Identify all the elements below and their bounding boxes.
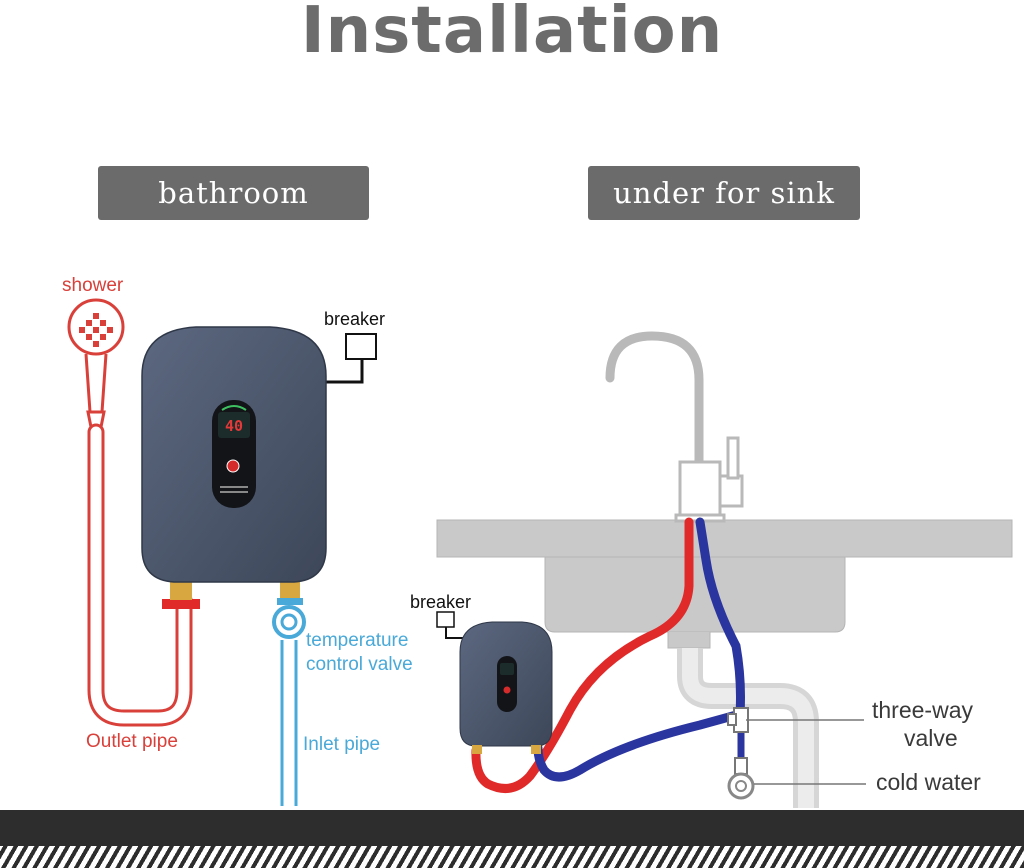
heater-display: 40 [225, 417, 243, 435]
shower-head-icon [67, 298, 125, 434]
three-way-valve-icon [727, 707, 749, 733]
breaker-cable [320, 358, 364, 384]
outlet-connector [162, 582, 200, 609]
temperature-valve-icon [272, 582, 306, 639]
hot-water-pipe [471, 517, 694, 793]
bathroom-tag: bathroom [98, 166, 369, 220]
outlet-hose [87, 423, 193, 727]
breaker-cable-small [445, 627, 466, 639]
inlet-pipe-label: Inlet pipe [303, 734, 380, 755]
breaker-icon-small [436, 611, 455, 628]
temp-valve-label-2: control valve [306, 654, 413, 675]
three-way-label-1: three-way [872, 697, 973, 723]
temp-valve-label-1: temperature [306, 630, 408, 651]
three-way-label-2: valve [904, 725, 958, 751]
outlet-pipe-label: Outlet pipe [86, 731, 178, 752]
breaker-label-left: breaker [324, 309, 385, 329]
shower-label: shower [62, 275, 124, 296]
breaker-label-right: breaker [410, 592, 471, 612]
drain-pipe [677, 648, 819, 808]
breaker-icon [345, 333, 377, 360]
faucet-icon [605, 331, 704, 467]
cold-water-label: cold water [876, 769, 981, 795]
sink-tag: under for sink [588, 166, 860, 220]
water-heater-small [459, 621, 553, 754]
water-heater-large: 40 [141, 326, 327, 583]
floor [0, 810, 1024, 846]
sink [436, 519, 1013, 649]
page-title: Installation [300, 0, 724, 68]
floor-hatch [0, 846, 1024, 868]
faucet-body [674, 436, 744, 523]
cold-water-valve-icon [727, 757, 755, 800]
cold-water-pipe [533, 517, 745, 782]
